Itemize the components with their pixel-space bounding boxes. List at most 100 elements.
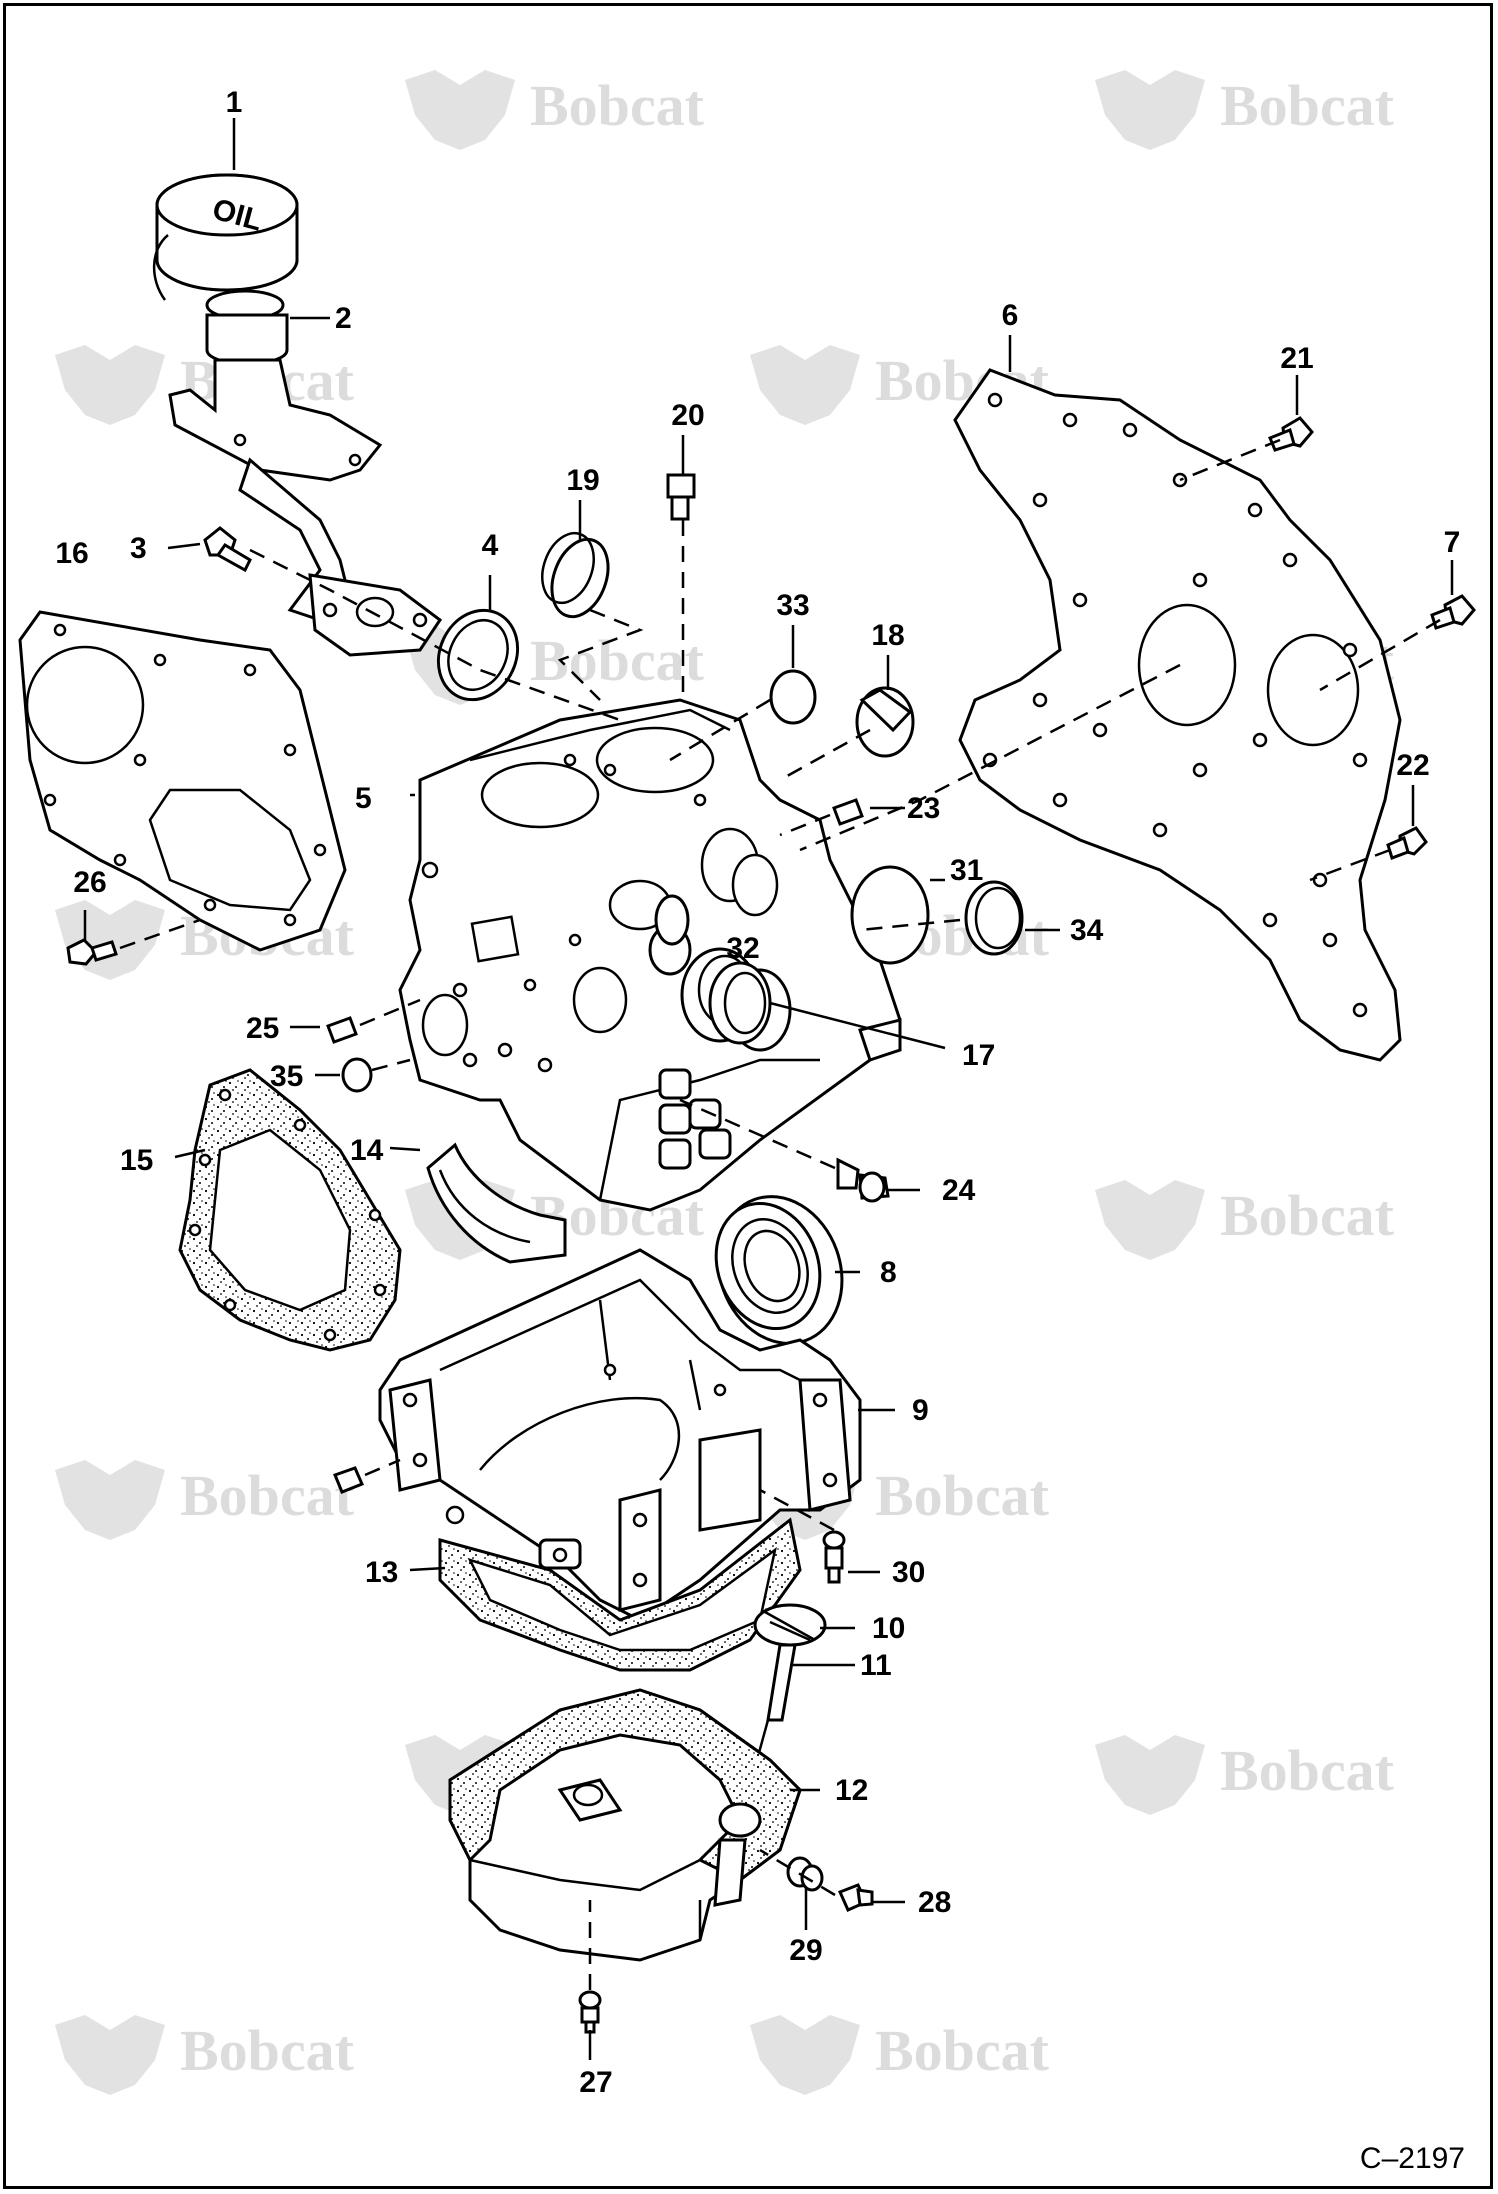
- callout-34: 34: [1070, 914, 1104, 947]
- callout-23: 23: [907, 792, 940, 825]
- callout-16: 16: [55, 537, 88, 570]
- callout-26: 26: [73, 866, 106, 899]
- watermark-tile: Bobcat: [55, 1460, 355, 1540]
- callout-35: 35: [270, 1060, 303, 1093]
- part-18-plug: [855, 686, 915, 758]
- part-17-o-ring: [708, 961, 772, 1045]
- callout-22: 22: [1396, 749, 1429, 782]
- bobcat-watermark-text: Bobcat: [530, 628, 705, 693]
- callout-3: 3: [130, 532, 147, 565]
- callout-labels: 1 2 3 4 5 6 7 8 9 10 11 12 13 14 15 16 1…: [55, 86, 1460, 2099]
- part-15-gasket: [178, 1068, 402, 1352]
- callout-2: 2: [335, 302, 352, 335]
- part-12-oil-pan: [448, 1688, 802, 1962]
- bobcat-watermark-text: Bobcat: [530, 73, 705, 138]
- part-30-bolt: [822, 1530, 846, 1584]
- part-33-plug: [769, 669, 817, 725]
- watermark-tile: Bobcat: [1095, 1180, 1395, 1260]
- part-9-dowel-pin: [333, 1466, 364, 1494]
- callout-13: 13: [365, 1556, 398, 1589]
- bobcat-logo-watermark: [55, 345, 165, 425]
- part-7-bolt: [1430, 594, 1476, 630]
- callout-9: 9: [912, 1394, 929, 1427]
- part-26-bolt: [66, 938, 118, 966]
- part-8-oil-seal: [714, 1195, 844, 1345]
- callout-1: 1: [226, 86, 243, 119]
- part-31-plug: [850, 865, 930, 965]
- callout-8: 8: [880, 1256, 897, 1289]
- bobcat-watermark-text: Bobcat: [875, 2018, 1050, 2083]
- bobcat-watermark-text: Bobcat: [1220, 1738, 1395, 1803]
- bobcat-logo-watermark: [750, 345, 860, 425]
- bobcat-logo-watermark: [55, 1460, 165, 1540]
- part-23-pin: [832, 798, 864, 826]
- part-5-cylinder-block: [398, 698, 902, 1212]
- part-4-o-ring: [436, 608, 520, 702]
- part-29-washer: [786, 1856, 824, 1892]
- bobcat-logo-watermark: [55, 900, 165, 980]
- part-14-seal: [426, 1142, 567, 1264]
- bobcat-watermark-text: Bobcat: [180, 1463, 355, 1528]
- callout-20: 20: [671, 399, 704, 432]
- callout-28: 28: [918, 1886, 951, 1919]
- callout-12: 12: [835, 1774, 868, 1807]
- part-28-drain-plug: [837, 1883, 874, 1912]
- callout-5: 5: [355, 782, 372, 815]
- callout-6: 6: [1002, 299, 1019, 332]
- callout-31: 31: [950, 854, 983, 887]
- bobcat-watermark-text: Bobcat: [1220, 1183, 1395, 1248]
- bobcat-logo-watermark: [1095, 1180, 1205, 1260]
- callout-21: 21: [1280, 342, 1313, 375]
- callout-32: 32: [726, 932, 759, 965]
- part-9-bearing-case: [378, 1248, 862, 1622]
- bobcat-logo-watermark: [1095, 1735, 1205, 1815]
- callout-14: 14: [350, 1134, 384, 1167]
- part-16-gasket: [18, 610, 347, 952]
- callout-24: 24: [942, 1174, 976, 1207]
- callout-17: 17: [962, 1039, 995, 1072]
- callout-19: 19: [566, 464, 599, 497]
- bobcat-logo-watermark: [1095, 70, 1205, 150]
- watermark-tile: Bobcat: [1095, 1735, 1395, 1815]
- watermark-tile: Bobcat: [750, 2015, 1050, 2095]
- part-6-engine-plate: [953, 368, 1402, 1062]
- watermark-tile: Bobcat: [1095, 70, 1395, 150]
- part-1-oil-cap: OIL: [152, 173, 299, 301]
- assembly-center-lines: [119, 438, 1441, 1990]
- callout-27: 27: [579, 2066, 612, 2099]
- bobcat-logo-watermark: [750, 2015, 860, 2095]
- callout-29: 29: [789, 1934, 822, 1967]
- part-10-dipstick-cap: [753, 1603, 827, 1647]
- bobcat-watermark-text: Bobcat: [875, 1463, 1050, 1528]
- callout-25: 25: [246, 1012, 279, 1045]
- callout-10: 10: [872, 1612, 905, 1645]
- part-35-o-ring: [341, 1057, 373, 1093]
- part-34-plug: [964, 880, 1024, 956]
- part-25-pin: [326, 1016, 358, 1044]
- callout-15: 15: [120, 1144, 153, 1177]
- bobcat-logo-watermark: [55, 2015, 165, 2095]
- bobcat-watermark-text: Bobcat: [180, 2018, 355, 2083]
- callout-33: 33: [776, 589, 809, 622]
- callout-18: 18: [871, 619, 904, 652]
- part-22-bolt: [1386, 826, 1428, 860]
- callout-30: 30: [892, 1556, 925, 1589]
- callout-11: 11: [860, 1649, 892, 1682]
- watermark-tile: Bobcat: [55, 2015, 355, 2095]
- bobcat-logo-watermark: [405, 70, 515, 150]
- callout-4: 4: [482, 529, 499, 562]
- part-32-o-ring: [654, 894, 690, 946]
- part-19-sleeve: [541, 531, 610, 619]
- part-21-bolt: [1268, 416, 1314, 452]
- drawing-code: C–2197: [1360, 2142, 1465, 2175]
- watermark-tile: Bobcat: [405, 70, 705, 150]
- bobcat-watermark-text: Bobcat: [1220, 73, 1395, 138]
- leader-lines: [83, 118, 1454, 2060]
- drawing-frame: [3, 3, 1493, 2189]
- part-20-bolt: [666, 473, 696, 521]
- part-2-oil-filler-neck: [168, 289, 443, 657]
- part-3-bolt: [203, 526, 252, 573]
- part-24-bolt: [836, 1157, 890, 1203]
- callout-7: 7: [1444, 526, 1461, 559]
